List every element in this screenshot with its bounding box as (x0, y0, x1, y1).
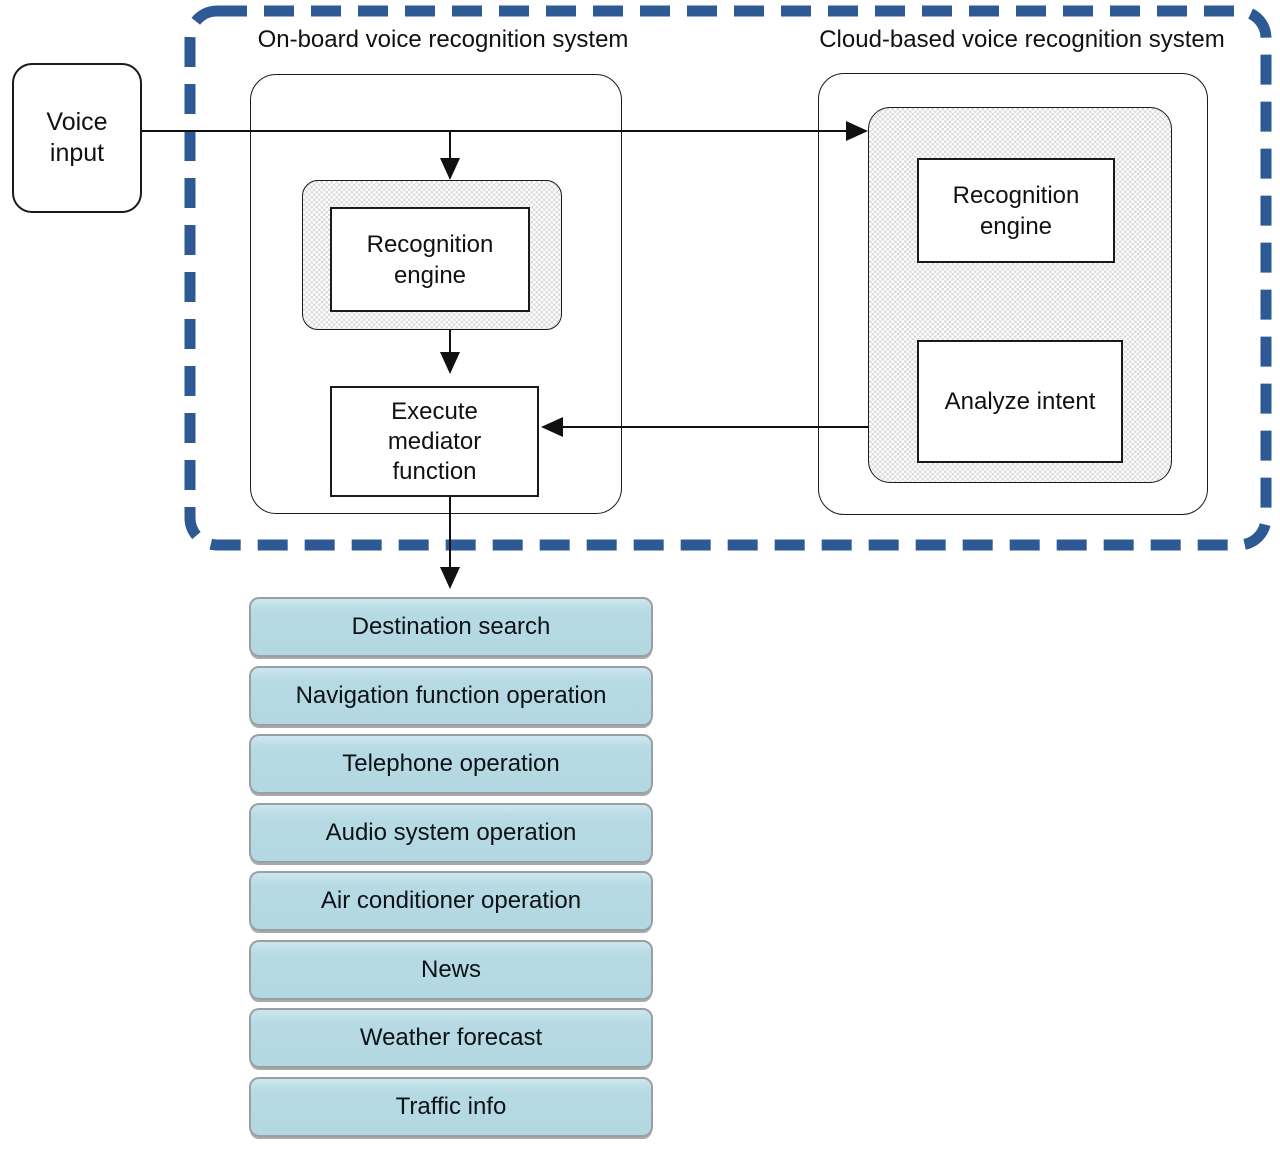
function-box-news: News (249, 940, 653, 1000)
cloud-recognition-engine-box: Recognition engine (917, 158, 1115, 263)
voice-input-box: Voice input (12, 63, 142, 213)
function-box-audio-operation: Audio system operation (249, 803, 653, 863)
analyze-intent-box: Analyze intent (917, 340, 1123, 463)
execute-mediator-function-box: Execute mediator function (330, 386, 539, 497)
onboard-recognition-engine-box: Recognition engine (330, 207, 530, 312)
function-box-traffic-info: Traffic info (249, 1077, 653, 1137)
function-box-weather-forecast: Weather forecast (249, 1008, 653, 1068)
function-box-destination-search: Destination search (249, 597, 653, 657)
cloud-system-title: Cloud-based voice recognition system (819, 26, 1225, 53)
function-box-air-conditioner-operation: Air conditioner operation (249, 871, 653, 931)
onboard-system-title: On-board voice recognition system (257, 26, 629, 53)
function-box-telephone-operation: Telephone operation (249, 734, 653, 794)
function-box-navigation-operation: Navigation function operation (249, 666, 653, 726)
